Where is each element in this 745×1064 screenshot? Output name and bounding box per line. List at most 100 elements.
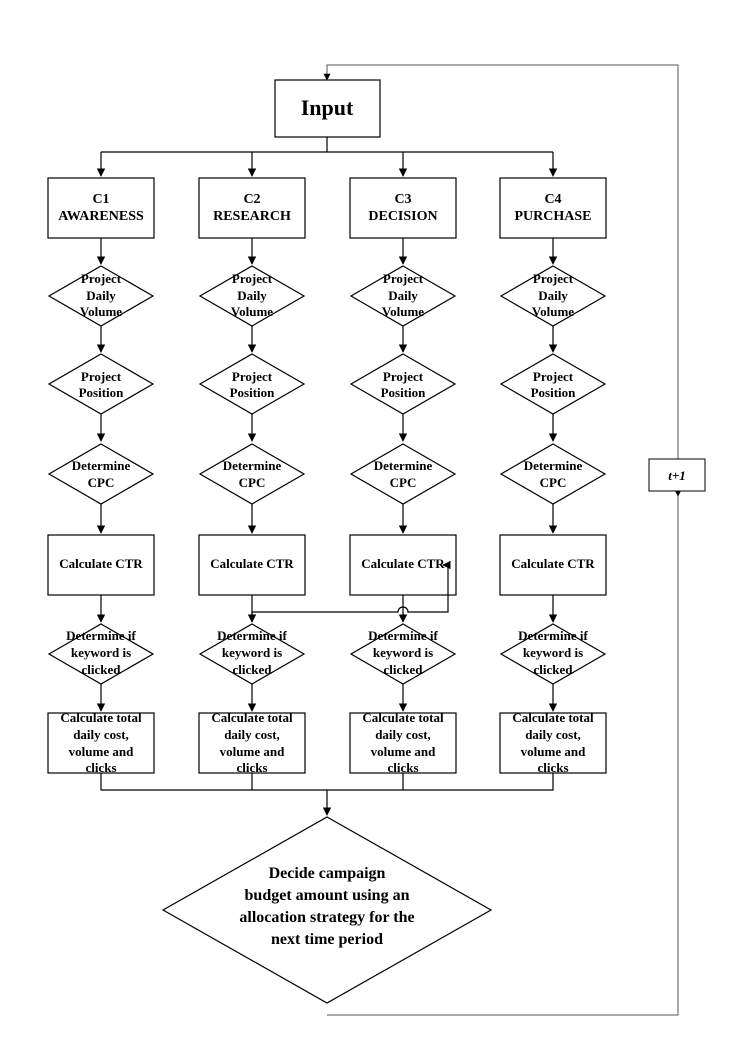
- step-line: Daily: [237, 288, 267, 303]
- step-line: Determine if: [518, 628, 588, 643]
- input-node: Input: [274, 79, 381, 138]
- step-line: volume and: [371, 744, 436, 759]
- project-position-diamond: [499, 353, 607, 415]
- step-line: Determine: [223, 458, 282, 473]
- time-step-label: t+1: [668, 468, 686, 483]
- step-line: Volume: [80, 304, 122, 319]
- step-line: Calculate CTR: [210, 556, 294, 571]
- step-line: Determine if: [217, 628, 287, 643]
- step-line: daily cost,: [73, 727, 129, 742]
- step-line: clicks: [85, 760, 116, 775]
- step-line: clicked: [534, 662, 574, 677]
- determine-cpc-diamond: [47, 443, 155, 505]
- step-line: Calculate total: [60, 710, 142, 725]
- determine-cpc-diamond: [499, 443, 607, 505]
- step-line: Determine: [72, 458, 131, 473]
- input-branches: [101, 137, 553, 153]
- step-line: Position: [381, 385, 427, 400]
- step-line: keyword is: [523, 645, 583, 660]
- step-line: CPC: [239, 475, 266, 490]
- step-line: daily cost,: [375, 727, 431, 742]
- decision-node: Decide campaign budget amount using an a…: [161, 816, 493, 1004]
- step-line: Volume: [382, 304, 424, 319]
- step-line: clicks: [236, 760, 267, 775]
- stage-box: [198, 177, 306, 239]
- step-line: daily cost,: [224, 727, 280, 742]
- step-line: Calculate CTR: [511, 556, 595, 571]
- project-position-diamond: [349, 353, 457, 415]
- stage-name: DECISION: [368, 209, 437, 224]
- merge-lines: [100, 773, 554, 816]
- project-position-diamond: [198, 353, 306, 415]
- step-line: Calculate total: [512, 710, 594, 725]
- column-c4: C4PURCHASEProjectDailyVolumeProjectPosit…: [499, 152, 607, 775]
- calculate-totals-box: [198, 712, 306, 774]
- step-line: volume and: [220, 744, 285, 759]
- step-line: clicks: [387, 760, 418, 775]
- step-line: Project: [81, 271, 122, 286]
- step-line: daily cost,: [525, 727, 581, 742]
- column-c1: C1AWARENESSProjectDailyVolumeProjectPosi…: [47, 152, 155, 775]
- step-line: Volume: [532, 304, 574, 319]
- columns: C1AWARENESSProjectDailyVolumeProjectPosi…: [47, 152, 607, 775]
- step-line: Determine if: [66, 628, 136, 643]
- stage-code: C2: [243, 192, 260, 207]
- crossover-connector: [251, 560, 451, 622]
- step-line: Determine if: [368, 628, 438, 643]
- step-line: Project: [383, 369, 424, 384]
- stage-name: AWARENESS: [58, 209, 144, 224]
- step-line: Determine: [374, 458, 433, 473]
- calculate-ctr-box: [47, 534, 155, 596]
- step-line: Position: [79, 385, 125, 400]
- step-line: Calculate total: [362, 710, 444, 725]
- step-line: clicked: [233, 662, 273, 677]
- decision-line-4: next time period: [271, 931, 383, 948]
- step-line: Daily: [388, 288, 418, 303]
- time-step-box: [648, 458, 706, 492]
- stage-box: [499, 177, 607, 239]
- calculate-ctr-box: [499, 534, 607, 596]
- step-line: clicked: [384, 662, 424, 677]
- step-line: Determine: [524, 458, 583, 473]
- step-line: keyword is: [222, 645, 282, 660]
- input-label: Input: [301, 95, 354, 120]
- calculate-totals-box: [47, 712, 155, 774]
- step-line: volume and: [521, 744, 586, 759]
- project-position-diamond: [47, 353, 155, 415]
- stage-code: C1: [92, 192, 109, 207]
- calculate-totals-box: [349, 712, 457, 774]
- step-line: Calculate total: [211, 710, 293, 725]
- step-line: Project: [232, 271, 273, 286]
- stage-box: [349, 177, 457, 239]
- determine-cpc-diamond: [349, 443, 457, 505]
- step-line: Calculate CTR: [361, 556, 445, 571]
- calculate-ctr-box: [198, 534, 306, 596]
- step-line: volume and: [69, 744, 134, 759]
- step-line: Project: [533, 271, 574, 286]
- step-line: Position: [230, 385, 276, 400]
- step-line: Calculate CTR: [59, 556, 143, 571]
- stage-code: C3: [394, 192, 411, 207]
- step-line: clicked: [82, 662, 122, 677]
- step-line: clicks: [537, 760, 568, 775]
- calculate-totals-box: [499, 712, 607, 774]
- step-line: CPC: [88, 475, 115, 490]
- step-line: CPC: [390, 475, 417, 490]
- calculate-ctr-box: [349, 534, 457, 596]
- step-line: keyword is: [373, 645, 433, 660]
- step-line: Project: [383, 271, 424, 286]
- determine-cpc-diamond: [198, 443, 306, 505]
- decision-line-1: Decide campaign: [269, 865, 386, 882]
- step-line: CPC: [540, 475, 567, 490]
- step-line: Daily: [86, 288, 116, 303]
- column-c2: C2RESEARCHProjectDailyVolumeProjectPosit…: [198, 152, 306, 775]
- decision-line-3: allocation strategy for the: [239, 909, 414, 926]
- step-line: Volume: [231, 304, 273, 319]
- step-line: Project: [533, 369, 574, 384]
- step-line: keyword is: [71, 645, 131, 660]
- decision-line-2: budget amount using an: [245, 887, 410, 904]
- stage-code: C4: [544, 192, 561, 207]
- step-line: Position: [531, 385, 577, 400]
- stage-name: PURCHASE: [514, 209, 591, 224]
